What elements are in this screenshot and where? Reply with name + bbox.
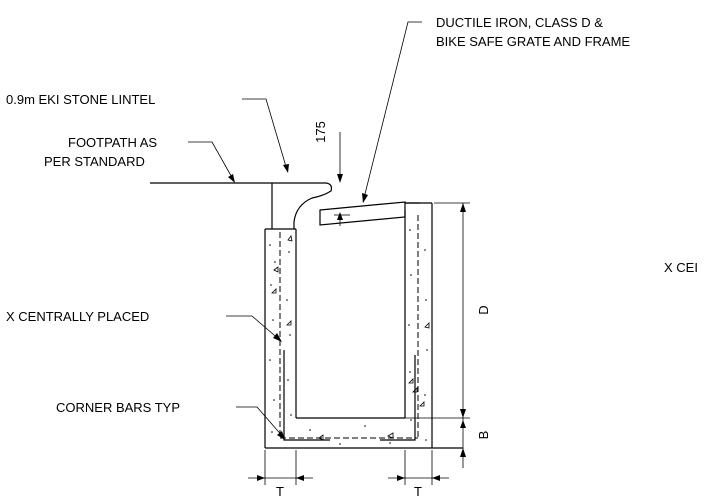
reinforcement bbox=[279, 215, 419, 441]
footpath-label: FOOTPATH AS bbox=[68, 135, 157, 150]
lintel-label: 0.9m EKI STONE LINTEL bbox=[6, 92, 155, 107]
stone-lintel bbox=[150, 182, 333, 229]
concrete-hatch bbox=[269, 229, 430, 445]
dimension-D-label: D bbox=[476, 305, 491, 314]
dimension-T-left-label: T bbox=[276, 484, 284, 499]
x-placed-label: X CENTRALLY PLACED bbox=[6, 309, 149, 324]
x-cut-label: X CEI bbox=[664, 260, 698, 275]
grate-label-line2: BIKE SAFE GRATE AND FRAME bbox=[436, 34, 630, 49]
leader-lintel bbox=[242, 98, 289, 173]
grate-label: DUCTILE IRON, CLASS D & bbox=[436, 15, 603, 30]
footpath-label-line2: PER STANDARD bbox=[44, 154, 145, 169]
dimension-T-right: T bbox=[388, 450, 449, 499]
dimension-175-label: 175 bbox=[313, 121, 328, 143]
dimension-175: 175 bbox=[313, 121, 350, 226]
leader-corner-bars bbox=[236, 406, 285, 440]
leader-footpath bbox=[188, 141, 235, 183]
grate-frame bbox=[319, 201, 420, 226]
dimension-T-right-label: T bbox=[414, 484, 422, 499]
pit-structure bbox=[264, 202, 463, 449]
corner-bars-label: CORNER BARS TYP bbox=[56, 400, 180, 415]
dimension-T-left: T bbox=[248, 450, 313, 499]
leader-grate bbox=[362, 21, 422, 203]
dimension-D: D bbox=[405, 202, 491, 419]
dimension-B-label: B bbox=[476, 431, 491, 440]
dimension-B: B bbox=[460, 418, 491, 468]
leader-x-placed bbox=[226, 315, 282, 342]
